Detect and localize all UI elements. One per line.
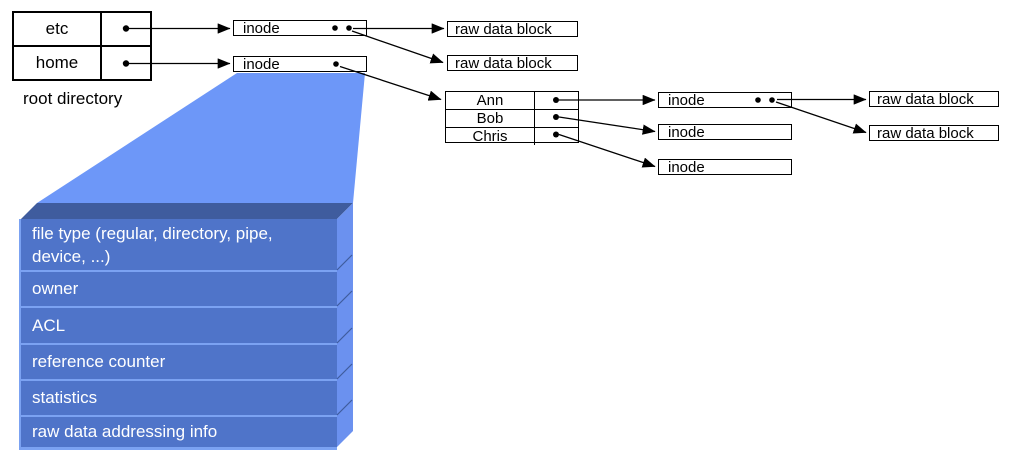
dir-entry-pointer-cell — [535, 128, 578, 145]
root-entry-name: home — [14, 47, 102, 79]
inode-label: inode — [668, 123, 705, 141]
inode-field-raw-data-addressing: raw data addressing info — [21, 415, 337, 447]
dir-entry-name: Bob — [446, 110, 535, 127]
inode-label: inode — [243, 55, 280, 73]
raw-data-block-label: raw data block — [455, 20, 552, 38]
inode-box-ann: inode — [658, 92, 792, 108]
inode-box-chris: inode — [658, 159, 792, 175]
dir-entry-pointer-cell — [535, 110, 578, 127]
raw-data-block-1: raw data block — [447, 21, 578, 37]
root-directory-caption: root directory — [23, 89, 123, 108]
dir-row-bob: Bob — [446, 109, 578, 127]
inode-field-statistics: statistics — [21, 379, 337, 415]
raw-data-block-label: raw data block — [877, 124, 974, 142]
inode-structure-stack: file type (regular, directory, pipe, dev… — [19, 219, 337, 450]
root-entry-pointer-cell — [102, 47, 150, 79]
inode-box-bob: inode — [658, 124, 792, 140]
inode-label: inode — [243, 19, 280, 37]
inode-field-acl: ACL — [21, 306, 337, 343]
inode-field-file-type: file type (regular, directory, pipe, dev… — [32, 224, 273, 266]
inode-field-reference-counter: reference counter — [21, 343, 337, 379]
inode-label: inode — [668, 158, 705, 176]
root-entry-name: etc — [14, 13, 102, 45]
root-row-etc: etc — [14, 13, 150, 45]
raw-data-block-label: raw data block — [455, 54, 552, 72]
inode-box-etc: inode — [233, 20, 367, 36]
home-directory-table: Ann Bob Chris — [445, 91, 579, 145]
inode-box-home: inode — [233, 56, 367, 72]
stack-top-face — [21, 203, 353, 219]
stack-side-separators — [336, 254, 353, 416]
inode-label: inode — [668, 91, 705, 109]
dir-entry-name: Chris — [446, 128, 535, 145]
dir-row-ann: Ann — [446, 92, 578, 109]
inode-field-owner: owner — [21, 270, 337, 306]
raw-data-block-label: raw data block — [877, 90, 974, 108]
root-directory-table: etc home — [12, 11, 152, 81]
dir-entry-name: Ann — [446, 92, 535, 109]
stack-right-face — [337, 203, 353, 447]
root-row-home: home — [14, 45, 150, 79]
root-entry-pointer-cell — [102, 13, 150, 45]
raw-data-block-4: raw data block — [869, 125, 999, 141]
dir-entry-pointer-cell — [535, 92, 578, 109]
raw-data-block-3: raw data block — [869, 91, 999, 107]
raw-data-block-2: raw data block — [447, 55, 578, 71]
dir-row-chris: Chris — [446, 127, 578, 145]
